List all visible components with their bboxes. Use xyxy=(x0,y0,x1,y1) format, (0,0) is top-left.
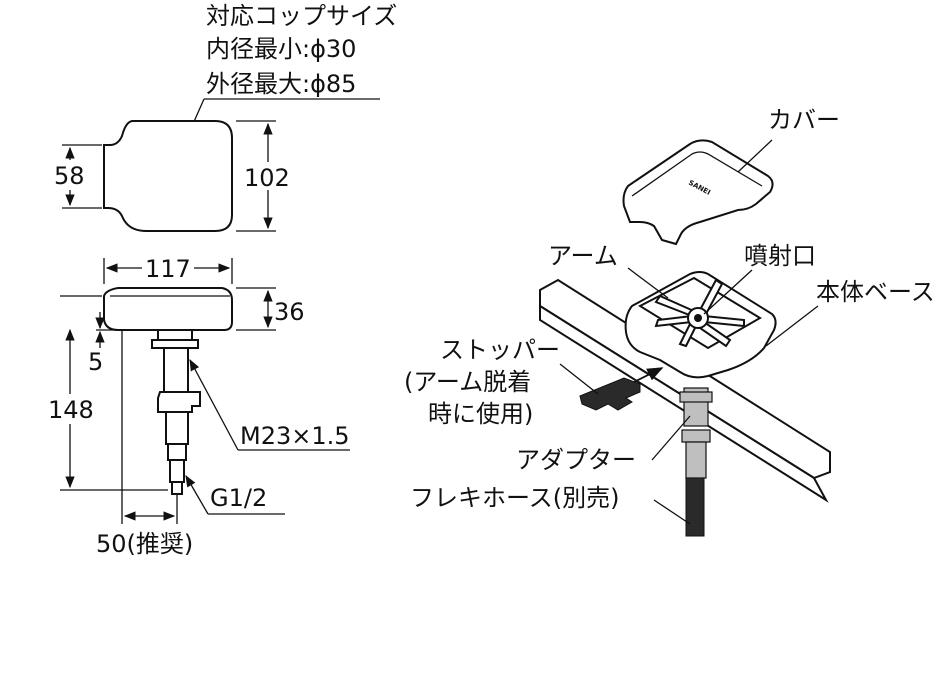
dim-50-label: 50(推奨) xyxy=(96,530,193,558)
stem-thread xyxy=(167,443,187,461)
dim-58-bg xyxy=(52,160,88,190)
flex-hose-label: フレキホース(別売) xyxy=(410,484,620,512)
cover-part xyxy=(622,139,774,246)
stem-collar xyxy=(157,329,193,341)
stem-tip xyxy=(169,459,185,483)
stem-end xyxy=(171,481,183,495)
nozzle-center xyxy=(694,314,702,322)
dim-102-label: 102 xyxy=(244,164,290,192)
stopper-part xyxy=(579,377,641,411)
dimension-drawing: 対応コップサイズ 内径最小:ϕ30 外径最大:ϕ85 58 102 117 36 xyxy=(46,2,397,558)
stem-lower xyxy=(165,411,189,445)
side-view-head xyxy=(103,287,233,331)
leader-m23 xyxy=(189,358,239,451)
nozzle-label: 噴射口 xyxy=(744,242,816,270)
dim-36-label: 36 xyxy=(274,298,305,326)
leader-adapter xyxy=(651,415,691,461)
arm-assembly xyxy=(654,278,745,348)
adapter-nut xyxy=(679,391,713,403)
leader-arm xyxy=(627,267,669,299)
dim-117-bg xyxy=(142,254,194,282)
thread-g12-label: G1/2 xyxy=(210,484,267,512)
leader-base xyxy=(765,305,819,347)
dim-148-label: 148 xyxy=(48,396,94,424)
dim-117-label: 117 xyxy=(145,255,191,283)
stem-nut xyxy=(151,339,199,349)
dim-5-label: 5 xyxy=(88,348,103,376)
leader-g12 xyxy=(185,474,209,515)
adapter-label: アダプター xyxy=(516,446,636,474)
dim-148-bg xyxy=(46,394,98,424)
leader-nozzle xyxy=(703,269,753,315)
cover-edge xyxy=(631,151,763,197)
counter-slab-front xyxy=(539,304,829,503)
stopper-label-3: 時に使用) xyxy=(428,400,533,428)
outer-diameter-label: 外径最大:ϕ85 xyxy=(206,70,356,98)
leader-stopper xyxy=(559,363,599,395)
thread-m23-label: M23×1.5 xyxy=(240,422,350,450)
leader-flex-hose xyxy=(653,499,691,525)
dim-102-bg xyxy=(240,162,292,190)
stopper-insert-arrow xyxy=(633,367,664,383)
cup-size-title: 対応コップサイズ xyxy=(206,2,397,30)
stem-body xyxy=(163,347,189,393)
base-label: 本体ベース xyxy=(816,278,935,306)
stopper-label-2: (アーム脱着 xyxy=(404,368,531,396)
stem-adapter xyxy=(157,391,201,413)
arm-label: アーム xyxy=(548,242,618,270)
hose-nut xyxy=(681,429,711,443)
flex-hose xyxy=(685,477,705,537)
hose-fitting xyxy=(685,441,707,479)
top-view-outline xyxy=(103,120,233,232)
leader-cover xyxy=(737,139,773,173)
cover-label: カバー xyxy=(768,106,840,134)
inner-diameter-label: 内径最小:ϕ30 xyxy=(206,35,356,63)
stopper-label-1: ストッパー xyxy=(440,336,560,364)
exploded-view: SANEI カバー アーム 噴射口 xyxy=(404,106,935,537)
dim-58-label: 58 xyxy=(54,162,85,190)
